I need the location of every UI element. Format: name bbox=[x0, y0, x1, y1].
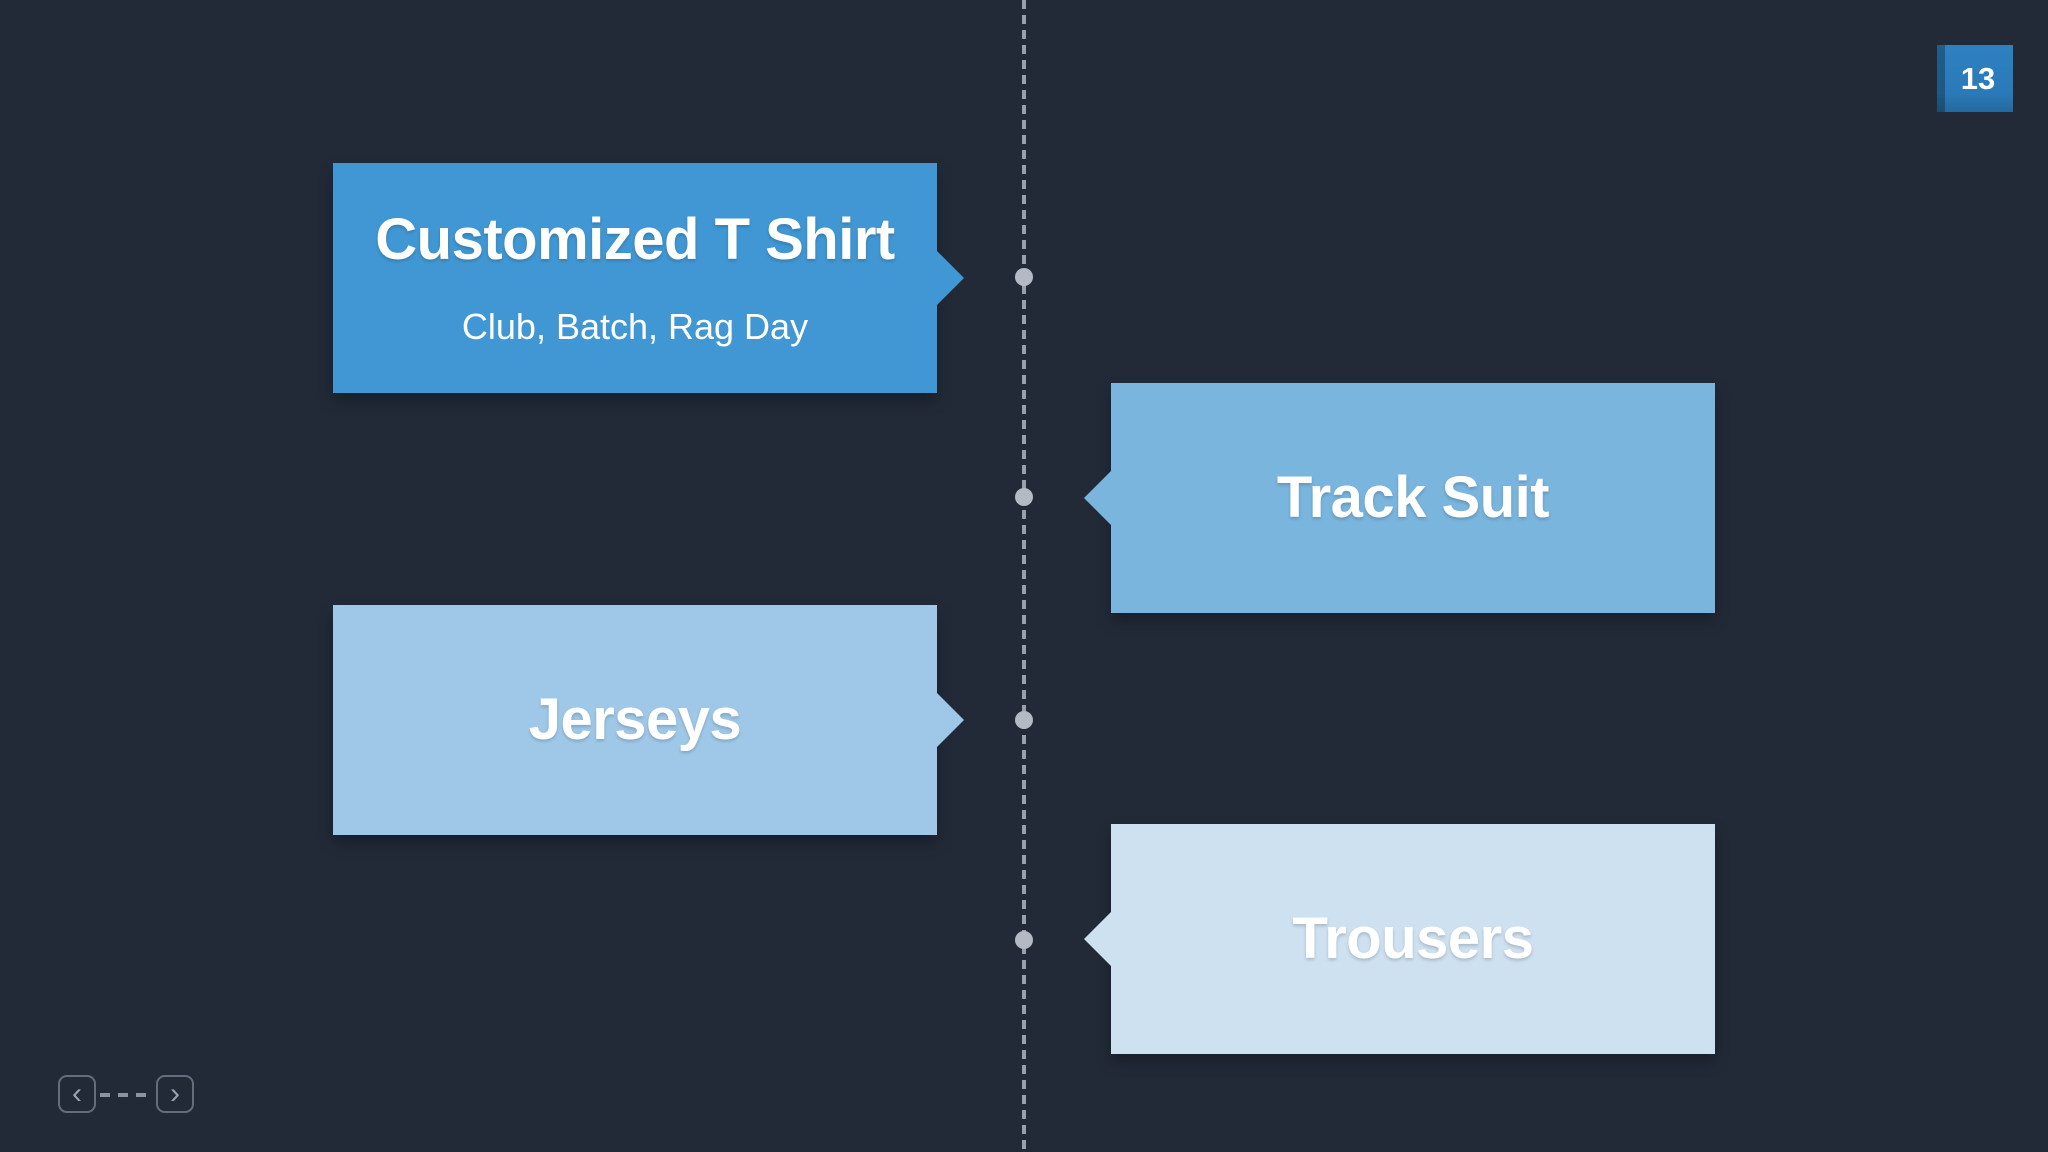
page-number: 13 bbox=[1960, 60, 1996, 96]
item-title: Track Suit bbox=[1276, 465, 1550, 531]
timeline-node-dot bbox=[1015, 268, 1033, 286]
item-title: Jerseys bbox=[528, 687, 742, 753]
timeline-item-track-suit: Track Suit bbox=[1111, 383, 1715, 613]
chevron-left-icon: ‹ bbox=[72, 1077, 82, 1110]
page-number-badge: 13 bbox=[1937, 45, 2013, 112]
timeline-node-dot bbox=[1015, 931, 1033, 949]
nav-dashed-connector bbox=[100, 1093, 152, 1097]
chevron-right-icon: › bbox=[170, 1077, 180, 1110]
prev-slide-button[interactable]: ‹ bbox=[58, 1075, 96, 1113]
item-title: Customized T Shirt bbox=[375, 207, 895, 273]
item-title: Trousers bbox=[1292, 906, 1535, 972]
slide-navigation: ‹ › bbox=[58, 1075, 198, 1115]
timeline-dashed-line bbox=[1022, 0, 1026, 1152]
timeline-node-dot bbox=[1015, 488, 1033, 506]
timeline-node-dot bbox=[1015, 711, 1033, 729]
timeline-item-customized-t-shirt: Customized T Shirt Club, Batch, Rag Day bbox=[333, 163, 937, 393]
timeline-item-jerseys: Jerseys bbox=[333, 605, 937, 835]
next-slide-button[interactable]: › bbox=[156, 1075, 194, 1113]
item-subtitle: Club, Batch, Rag Day bbox=[461, 305, 809, 347]
timeline-item-trousers: Trousers bbox=[1111, 824, 1715, 1054]
